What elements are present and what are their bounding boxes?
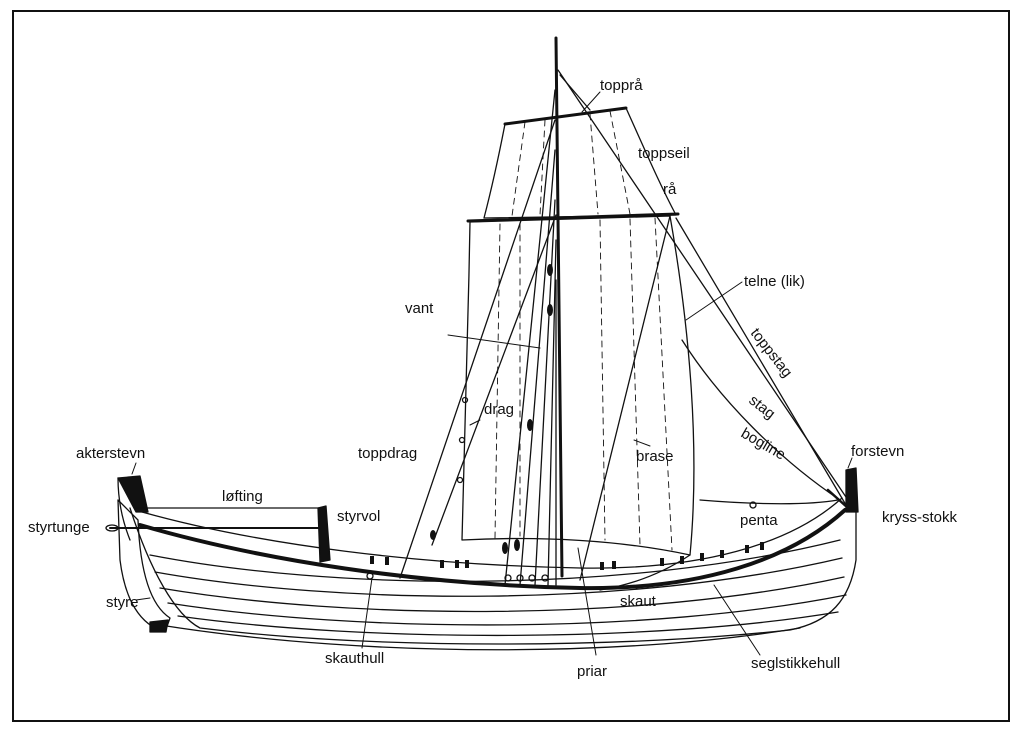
tiller-handle: [105, 524, 119, 532]
mast: [554, 36, 564, 578]
stern-post-line: [117, 477, 131, 541]
shroud: [534, 199, 556, 586]
label-stag: stag: [746, 392, 779, 423]
shroud: [504, 89, 556, 586]
label-ra: rå: [663, 181, 677, 198]
rope-rings: [366, 396, 549, 582]
label-telne: telne (lik): [744, 273, 805, 290]
label-penta: penta: [740, 512, 778, 529]
label-skauthull: skauthull: [325, 650, 384, 667]
deadeyes: [430, 264, 553, 554]
penta-line: [699, 499, 839, 505]
penta-ring: [749, 501, 757, 509]
label-styrtunge: styrtunge: [28, 519, 90, 536]
diagram-frame: [12, 10, 1010, 722]
hull-plank: [177, 611, 839, 637]
leader-lines: [131, 91, 853, 656]
hull-outline: [129, 504, 857, 645]
label-drag: drag: [484, 401, 514, 418]
shroud: [547, 239, 557, 586]
label-toppstag: toppstag: [747, 325, 796, 381]
label-skaut: skaut: [620, 593, 657, 610]
hull-plank: [159, 576, 845, 613]
gunwale: [138, 508, 847, 591]
toppdrag-line: [399, 119, 556, 579]
brase-line: [579, 215, 671, 581]
rudder: [117, 499, 171, 633]
label-styre: styre: [106, 594, 139, 611]
label-bogline: bogline: [738, 425, 788, 464]
label-styrvol: styrvol: [337, 508, 380, 525]
label-toppra: topprå: [600, 77, 643, 94]
hull-plank: [167, 594, 847, 626]
toppstag-line: [557, 69, 849, 501]
skaut-line: [599, 554, 691, 591]
bogline-line: [681, 339, 841, 501]
label-forstevn: forstevn: [851, 443, 904, 460]
stag-line: [675, 217, 847, 506]
bow-post: [845, 467, 859, 513]
hull-bottom: [159, 624, 801, 651]
topsail: [483, 107, 677, 219]
label-toppdrag: toppdrag: [358, 445, 417, 462]
label-kryss-stokk: kryss-stokk: [882, 509, 958, 526]
drag-line: [431, 214, 557, 546]
label-seglstikkehull: seglstikkehull: [751, 655, 840, 672]
sail-seams: [494, 110, 673, 551]
label-priar: priar: [577, 663, 607, 680]
kryss-stokk: [826, 488, 850, 510]
mainsail: [461, 215, 695, 556]
steering-post: [317, 505, 331, 563]
topsail-lift: [559, 74, 591, 111]
label-toppseil: toppseil: [638, 145, 690, 162]
sheer-line: [141, 497, 843, 569]
label-lofting: løfting: [222, 488, 263, 505]
hull-plank: [154, 557, 843, 597]
shroud: [519, 149, 556, 586]
stern-post: [117, 475, 149, 513]
label-vant: vant: [405, 300, 434, 317]
label-akterstevn: akterstevn: [76, 445, 145, 462]
rudder-blade-mark: [149, 619, 169, 633]
label-brase: brase: [636, 448, 674, 465]
hull-plank: [149, 539, 841, 582]
